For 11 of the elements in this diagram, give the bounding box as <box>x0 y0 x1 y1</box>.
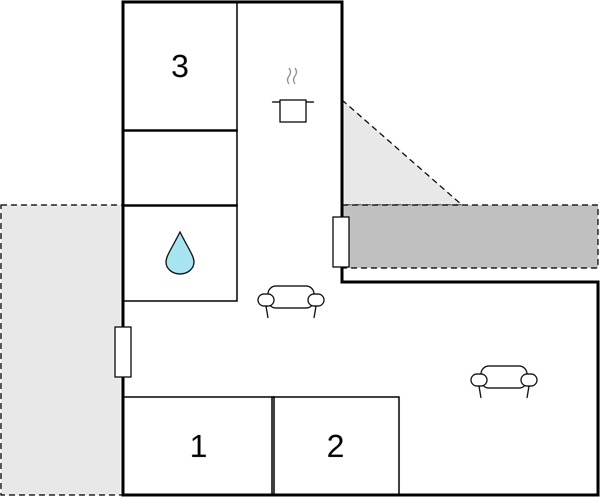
room <box>123 2 237 131</box>
room-number: 3 <box>171 48 189 85</box>
room <box>123 205 237 301</box>
room <box>123 130 237 206</box>
terrace-area <box>342 100 462 205</box>
covered-terrace <box>342 205 598 268</box>
room-number: 1 <box>190 428 208 464</box>
room <box>123 397 274 495</box>
room <box>272 397 399 495</box>
terrace-area <box>1 205 123 495</box>
room-number: 2 <box>326 428 344 464</box>
